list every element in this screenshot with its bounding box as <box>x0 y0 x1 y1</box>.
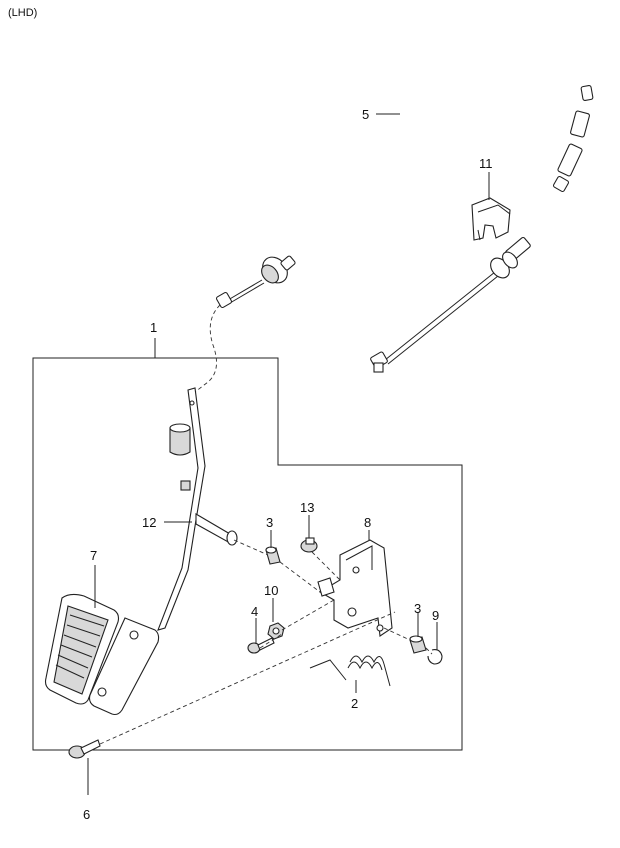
callout-10: 10 <box>264 583 278 598</box>
callout-2: 2 <box>351 696 358 711</box>
bushing-lower[interactable] <box>409 635 427 654</box>
callout-11: 11 <box>479 156 493 171</box>
callout-8: 8 <box>364 515 371 530</box>
bolt[interactable] <box>247 637 275 654</box>
pedal-arm[interactable] <box>157 387 238 631</box>
callout-6: 6 <box>83 807 90 822</box>
callout-3-lower: 3 <box>414 601 421 616</box>
callout-7: 7 <box>90 548 97 563</box>
cable-end-fitting <box>370 351 388 373</box>
bushing-upper[interactable] <box>265 546 281 565</box>
callout-4: 4 <box>251 604 258 619</box>
retaining-clip[interactable] <box>427 649 443 665</box>
pedal-plate <box>88 617 160 716</box>
cable-pedal-fitting <box>215 255 296 309</box>
callout-12: 12 <box>142 515 156 530</box>
cable-clip[interactable] <box>471 197 511 241</box>
callout-1: 1 <box>150 320 157 335</box>
callout-9: 9 <box>432 608 439 623</box>
callout-13: 13 <box>300 500 314 515</box>
callout-5: 5 <box>362 107 369 122</box>
assembly-frame <box>32 357 463 751</box>
cable-adjuster <box>490 236 531 279</box>
callouts: 1 2 3 3 4 5 6 7 8 9 10 11 12 13 <box>83 107 493 822</box>
pedal-bracket[interactable] <box>317 539 393 637</box>
pin[interactable] <box>300 537 318 553</box>
nut[interactable] <box>267 622 285 640</box>
callout-3-upper: 3 <box>266 515 273 530</box>
accelerator-cable[interactable] <box>215 50 595 373</box>
assembly-lines <box>99 539 433 745</box>
mounting-bolt[interactable] <box>68 739 101 759</box>
return-spring[interactable] <box>309 655 391 687</box>
variant-label: (LHD) <box>8 7 38 19</box>
leader-lines <box>87 113 490 795</box>
pedal-pad[interactable] <box>44 593 120 705</box>
